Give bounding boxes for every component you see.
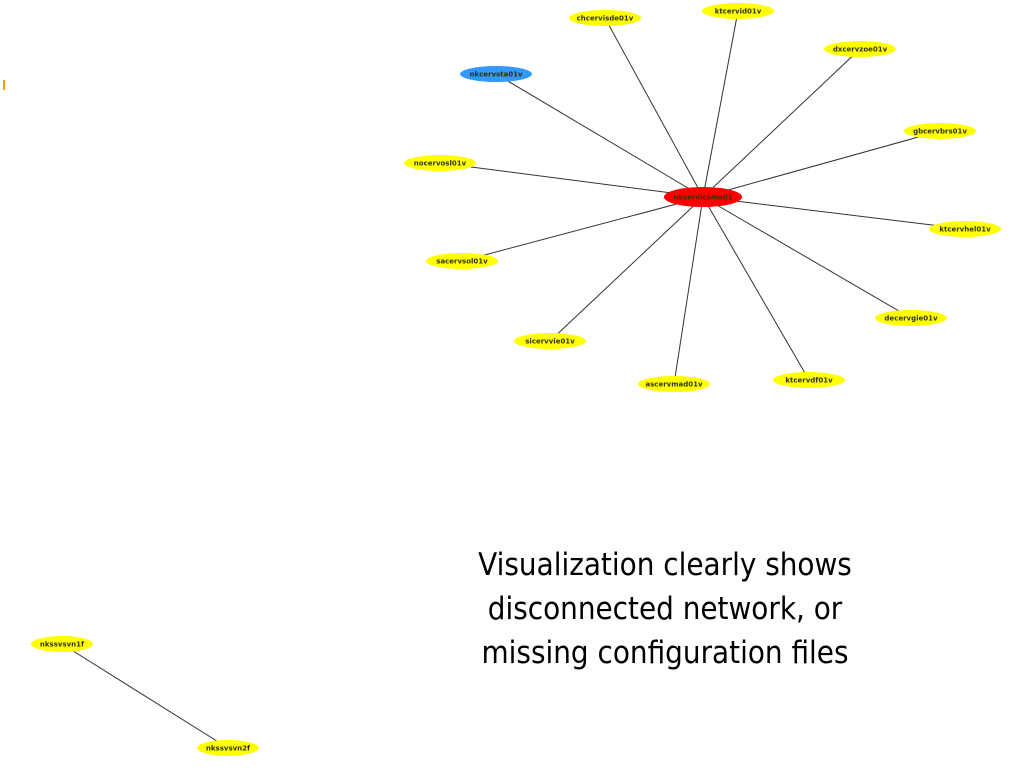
peer-node: ktcervdf01v: [773, 372, 845, 388]
peer-node-shape: [426, 253, 498, 269]
peer-node-shape: [875, 310, 947, 326]
peer-node-shape: [773, 372, 845, 388]
edge-hub-11: [495, 73, 704, 198]
hub-center-node-label: nkservicsmad1: [673, 194, 732, 202]
peer-node-label: dxcervzoe01v: [833, 46, 888, 54]
peer-node-shape: [460, 66, 532, 82]
peer-node: chcervisde01v: [569, 10, 641, 26]
peer-node-shape: [514, 333, 586, 349]
peer-node-shape: [904, 123, 976, 139]
edge-hub-3: [702, 130, 941, 198]
peer-node-label: ktcervhel01v: [939, 226, 991, 234]
peer-node-shape: [929, 221, 1001, 237]
peer-node-label: nkcervsta01v: [469, 71, 523, 79]
peer-node: ktcervhel01v: [929, 221, 1001, 237]
edge-hub-7: [673, 196, 704, 385]
peer-node: sicervvie01v: [514, 333, 586, 349]
peer-node-shape: [824, 41, 896, 57]
peer-node: decervgie01v: [875, 310, 947, 326]
hub-center-node: nkservicsmad1: [664, 187, 742, 207]
edge-hub-0: [604, 17, 704, 198]
edge-hub-1: [702, 10, 739, 198]
edge-hub-9: [461, 196, 704, 262]
edge-hub-6: [702, 196, 810, 381]
peer-node-label: gbcervbrs01v: [913, 128, 967, 136]
pair-node-a-shape: [31, 636, 93, 652]
edge-hub-4: [702, 196, 966, 230]
pair-node-a: nkssvsvn1f: [31, 636, 93, 652]
peer-node: nkcervsta01v: [460, 66, 532, 82]
edge-hub-10: [439, 162, 704, 198]
peer-node: dxcervzoe01v: [824, 41, 896, 57]
hub-center-node-shape: [664, 187, 742, 207]
caption-text: Visualization clearly shows disconnected…: [478, 547, 852, 671]
peer-node-label: decervgie01v: [884, 315, 938, 323]
peer-node-shape: [638, 376, 710, 392]
edge-pair: [61, 643, 229, 749]
peer-node-shape: [569, 10, 641, 26]
peer-node: sacervsol01v: [426, 253, 498, 269]
edge-marker: [0, 80, 5, 90]
nodes-group: chcervisde01v ktcervid01v dxcervzoe01v gbce…: [31, 3, 1001, 756]
pair-node-b: nkssvsvn2f: [197, 740, 259, 756]
peer-node-label: sacervsol01v: [436, 258, 488, 266]
pair-node-a-label: nkssvsvn1f: [40, 641, 85, 649]
peer-node-label: chcervisde01v: [577, 15, 634, 23]
peer-node-label: sicervvie01v: [525, 338, 575, 346]
peer-node: ascervmad01v: [638, 376, 710, 392]
peer-node: gbcervbrs01v: [904, 123, 976, 139]
peer-node-label: ascervmad01v: [645, 381, 703, 389]
edge-hub-8: [549, 196, 704, 342]
edges-group: [61, 10, 966, 749]
peer-node-shape: [404, 155, 476, 171]
peer-node-label: ktcervid01v: [715, 8, 762, 16]
edge-hub-5: [702, 196, 912, 319]
peer-node-shape: [702, 3, 774, 19]
pair-node-b-shape: [197, 740, 259, 756]
peer-node-label: nocervosl01v: [414, 160, 467, 168]
pair-node-b-label: nkssvsvn2f: [206, 745, 251, 753]
peer-node-label: ktcervdf01v: [785, 377, 833, 385]
edge-hub-2: [702, 48, 861, 198]
peer-node: nocervosl01v: [404, 155, 476, 171]
peer-node: ktcervid01v: [702, 3, 774, 19]
